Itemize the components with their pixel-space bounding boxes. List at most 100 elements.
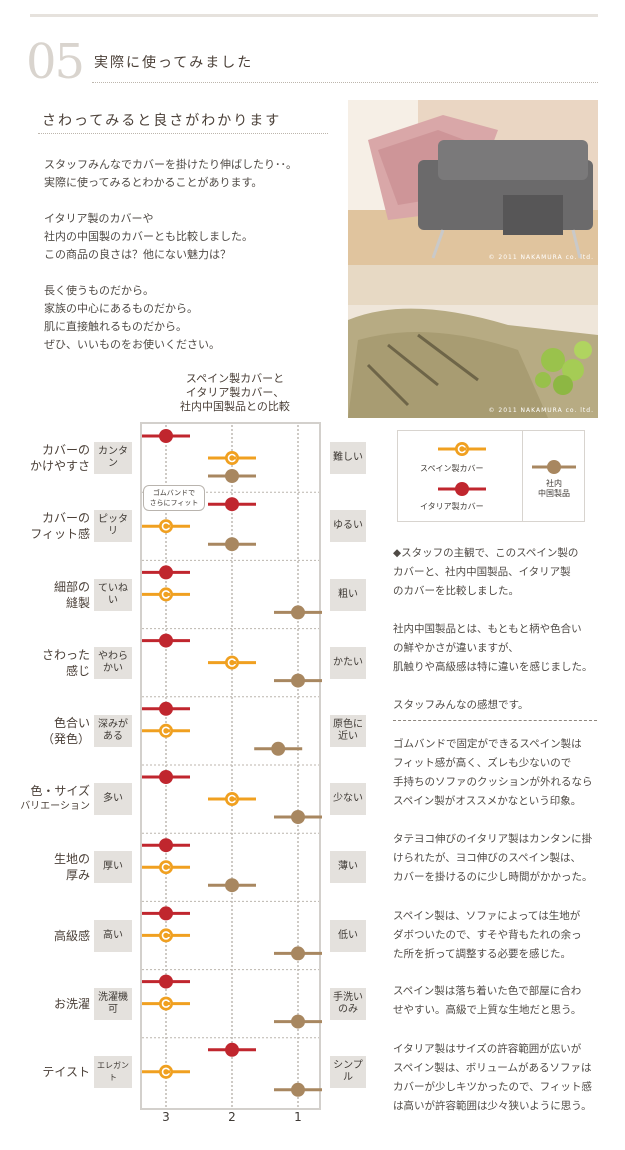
comment-line: 手持ちのソファのクッションが外れるなら (393, 776, 593, 788)
row-left-label: ピッタリ (94, 510, 132, 543)
row-category: お洗濯 (14, 996, 90, 1012)
row-right-label: 原色に 近い (330, 714, 366, 747)
intro-line: 社内の中国製のカバーとも比較しました。 (44, 230, 253, 243)
row-left-label: エレガント (94, 1055, 132, 1088)
legend-divider (522, 431, 523, 521)
intro-line: 肌に直接触れるものだから。 (44, 320, 187, 333)
comment-line: ダボついたので、すそや背もたれの余っ (393, 929, 582, 941)
comment-line: の鮮やかさが違いますが、 (393, 642, 519, 654)
row-category-line: 厚み (65, 868, 90, 883)
row-right-label: 少ない (330, 783, 366, 816)
comparison-heading: スペイン製カバーと イタリア製カバー、 社内中国製品との比較 (140, 372, 330, 414)
row-category-line: 細部の (53, 579, 90, 594)
comment-line: カバーが少しキツかったので、フィット感 (393, 1081, 592, 1093)
row-category-line: バリエーション (20, 801, 90, 813)
comment-line: た所を折って調整する必要を感じた。 (393, 948, 571, 960)
row-category-line: 感じ (65, 663, 90, 678)
comparison-heading-line-1: スペイン製カバーと (185, 372, 285, 385)
row-right-label: 手洗い のみ (330, 987, 366, 1020)
section-title: 実際に使ってみました (94, 55, 254, 71)
row-category: カバーのかけやすさ (14, 442, 90, 474)
row-right-label: シンプル (330, 1055, 366, 1088)
row-category-line: フィット感 (30, 527, 90, 542)
row-left-label: 多い (94, 783, 132, 816)
row-left-label: やわら かい (94, 646, 132, 679)
row-left-label: 洗濯機 可 (94, 987, 132, 1020)
intro-line: この商品の良さは？他にない魅力は？ (44, 248, 231, 261)
x-tick-label: 3 (162, 1110, 170, 1124)
legend-italy-marker (438, 482, 486, 496)
row-category-line: お洗濯 (53, 996, 90, 1011)
legend: スペイン製カバー イタリア製カバー 社内 中国製品 (397, 430, 585, 522)
row-right-label: ゆるい (330, 510, 366, 543)
top-rule (30, 14, 598, 17)
row-category: カバーのフィット感 (14, 510, 90, 542)
row-category: 生地の厚み (14, 851, 90, 883)
intro-line: イタリア製のカバーや (44, 212, 154, 225)
comments-dashed-rule (393, 720, 597, 721)
comment-line: ◆スタッフの主観で、このスペイン製の (393, 547, 579, 559)
photo-copyright-1: © 2011 NAKAMURA co. ltd. (488, 254, 594, 261)
comparison-heading-line-2: イタリア製カバー、 (185, 386, 285, 399)
comment-line: カバーと、社内中国製品、イタリア製 (393, 566, 571, 578)
row-category-line: テイスト (42, 1064, 90, 1079)
row-left-label: 深みが ある (94, 714, 132, 747)
callout-line-2: さらにフィット (149, 499, 199, 507)
chart-frame (140, 422, 321, 1110)
row-right-label: かたい (330, 646, 366, 679)
sofa-photo-pink-blanket: © 2011 NAKAMURA co. ltd. (348, 100, 598, 265)
intro-line: 実際に使ってみるとわかることがあります。 (44, 176, 263, 189)
section-number: 05 (26, 34, 85, 90)
row-category-line: かけやすさ (29, 459, 90, 474)
photo-copyright-2: © 2011 NAKAMURA co. ltd. (488, 407, 594, 414)
comment-line: 肌触りや高級感は特に違いを感じました。 (393, 661, 593, 673)
row-right-label: 低い (330, 919, 366, 952)
legend-spain-label: スペイン製カバー (420, 464, 484, 473)
row-category-line: 高級感 (53, 928, 90, 943)
comment-line: スペイン製は、ソファによっては生地が (393, 910, 581, 922)
callout-line-1: ゴムバンドで (152, 489, 196, 497)
row-category-line: さわった (41, 647, 90, 662)
row-category-line: 色合い (53, 715, 90, 730)
comment-line: スペイン製は、ボリュームがあるソファは (393, 1062, 592, 1074)
row-category-line: （発色） (41, 731, 90, 746)
row-right-label: 難しい (330, 442, 366, 475)
comment-line: けられたが、ヨコ伸びのスペイン製は、 (393, 852, 582, 864)
comment-line: フィット感が高く、ズレも少ないので (393, 757, 572, 769)
row-category-line: カバーの (41, 443, 90, 458)
row-category-line: 縫製 (65, 595, 90, 610)
comment-line: のカバーを比較しました。 (393, 585, 519, 597)
sofa-photo-green-cover: © 2011 NAKAMURA co. ltd. (348, 265, 598, 418)
section-rule (92, 82, 598, 83)
row-category: さわった感じ (14, 647, 90, 679)
x-tick-label: 1 (294, 1110, 302, 1124)
row-left-label: 高い (94, 919, 132, 952)
row-category: 色合い（発色） (14, 715, 90, 747)
comment-line: 社内中国製品とは、もともと柄や色合い (393, 623, 582, 635)
comment-line: スペイン製は落ち着いた色で部屋に合わ (393, 985, 582, 997)
subtitle: さわってみると良さがわかります (42, 113, 282, 129)
comment-line: は高いが許容範囲は少々狭いように思う。 (393, 1100, 592, 1112)
row-category: 細部の縫製 (14, 579, 90, 611)
row-category-line: 色・サイズ (30, 784, 90, 799)
comment-line: タテヨコ伸びのイタリア製はカンタンに掛 (393, 833, 593, 845)
row-left-label: ていねい (94, 578, 132, 611)
comment-line: イタリア製はサイズの許容範囲が広いが (393, 1043, 582, 1055)
row-category-line: カバーの (41, 511, 90, 526)
row-right-label: 薄い (330, 851, 366, 884)
intro-line: 家族の中心にあるものだから。 (44, 302, 198, 315)
legend-china-marker (532, 460, 576, 474)
subtitle-rule (38, 133, 328, 134)
legend-italy-label: イタリア製カバー (420, 502, 484, 511)
comment-line: カバーを掛けるのに少し時間がかかった。 (393, 871, 593, 883)
row-right-label: 粗い (330, 578, 366, 611)
x-tick-label: 2 (228, 1110, 236, 1124)
row-left-label: カンタン (94, 442, 132, 475)
legend-china-label: 社内 中国製品 (538, 479, 570, 498)
callout-bubble: ゴムバンドで さらにフィット (143, 485, 205, 511)
intro-line: 長く使うものだから。 (44, 284, 154, 297)
row-category: 高級感 (14, 928, 90, 944)
row-category-line: 生地の (53, 852, 90, 867)
comment-line: スタッフみんなの感想です。 (393, 699, 529, 711)
legend-spain-marker (438, 442, 486, 456)
